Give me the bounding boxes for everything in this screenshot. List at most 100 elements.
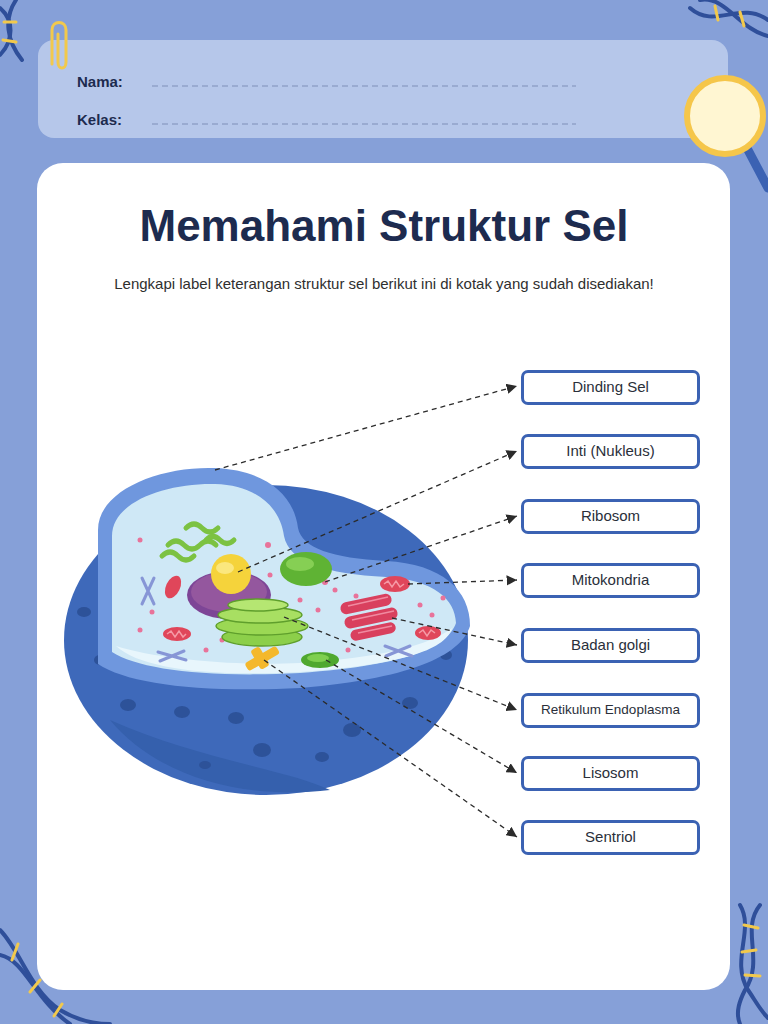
vacuole — [280, 552, 332, 586]
label-text: Mitokondria — [572, 571, 650, 589]
leader-line — [326, 660, 517, 773]
membrane-pore — [77, 607, 91, 617]
ribosome-dot — [138, 628, 143, 633]
golgi-body — [349, 621, 396, 641]
ribosome-dot — [418, 603, 423, 608]
form-field-label: Nama: — [77, 70, 149, 94]
header-panel — [38, 40, 728, 138]
dna-decoration — [715, 6, 744, 26]
leader-line — [215, 386, 517, 837]
label-text: Badan golgi — [571, 636, 650, 654]
rough-er — [206, 537, 234, 544]
label-box: Retikulum Endoplasma — [521, 693, 700, 728]
ribosome-dot — [316, 608, 321, 613]
membrane-pore — [228, 712, 244, 724]
mitochondrion — [384, 581, 404, 587]
ribosome-dot — [268, 573, 273, 578]
label-box: Ribosom — [521, 499, 700, 534]
lysosome — [301, 652, 339, 668]
cytoskeleton-mark — [142, 578, 154, 604]
cytoskeleton-mark — [158, 651, 186, 661]
label-box: Sentriol — [521, 820, 700, 855]
lysosome — [307, 654, 329, 662]
label-box: Lisosom — [521, 756, 700, 791]
rough-er — [162, 552, 194, 560]
leader-line — [392, 618, 517, 645]
dna-decoration — [8, 0, 22, 60]
cell-body-shade — [110, 720, 330, 792]
membrane-pore — [315, 752, 329, 762]
content-card — [37, 163, 730, 990]
rough-er — [162, 524, 234, 560]
golgi-body — [339, 593, 398, 642]
label-box: Inti (Nukleus) — [521, 434, 700, 469]
worksheet-title: Memahami Struktur Sel — [40, 200, 728, 253]
mitochondrion — [380, 576, 410, 592]
ribosome-dot — [346, 648, 351, 653]
leader-line — [238, 451, 517, 572]
mitochondrion — [167, 631, 186, 637]
leader-line — [284, 617, 517, 710]
ribosome-dot — [204, 648, 209, 653]
leader-line — [325, 516, 517, 582]
membrane-pore — [253, 743, 271, 757]
name-fill-line — [152, 86, 576, 124]
rough-er — [186, 524, 218, 532]
paperclip-icon — [52, 23, 66, 69]
leader-line — [408, 580, 517, 584]
label-text: Ribosom — [581, 507, 640, 525]
centriole — [250, 646, 270, 670]
mitochondrion — [163, 627, 191, 641]
endoplasmic-reticulum — [216, 599, 308, 646]
membrane-pore — [174, 706, 190, 718]
dna-decoration — [700, 0, 768, 36]
instruction-text: Lengkapi label keterangan struktur sel b… — [104, 272, 664, 296]
mitochondrion — [162, 573, 185, 601]
name-fill-line — [152, 85, 576, 86]
form-field-label: Kelas: — [77, 108, 149, 132]
ribosome-dot — [298, 598, 303, 603]
ribosome-dot — [354, 594, 359, 599]
membrane-pore — [402, 697, 418, 709]
dna-decoration — [3, 22, 16, 42]
label-box: Dinding Sel — [521, 370, 700, 405]
label-text: Lisosom — [583, 764, 639, 782]
nucleus — [211, 554, 251, 594]
label-text: Inti (Nukleus) — [566, 442, 654, 460]
endoplasmic-reticulum — [228, 599, 288, 611]
ribosome-dot — [138, 538, 446, 653]
vacuole — [286, 557, 314, 571]
magnifier-icon — [687, 78, 763, 154]
magnifier-icon — [748, 150, 768, 188]
dna-decoration — [738, 905, 760, 1024]
nucleus — [216, 562, 234, 574]
label-text: Dinding Sel — [572, 378, 649, 396]
ribosome-dot — [430, 613, 435, 618]
ribosome-dot — [138, 538, 143, 543]
mitochondrion — [162, 573, 441, 641]
ribosome-dot — [265, 542, 271, 548]
lysosome — [301, 652, 339, 668]
magnifier-icon — [687, 78, 768, 188]
membrane-pore — [343, 723, 361, 737]
paperclip-icon — [52, 23, 66, 69]
label-text: Sentriol — [585, 828, 636, 846]
ribosome-dot — [150, 610, 155, 615]
cytoplasm-floor — [116, 628, 452, 673]
label-text: Retikulum Endoplasma — [541, 702, 680, 718]
cytoskeleton-mark — [385, 646, 412, 656]
name-fill-line — [152, 123, 576, 124]
golgi-body — [348, 597, 394, 633]
dna-decoration — [742, 925, 760, 976]
leader-line — [264, 660, 517, 837]
label-box: Badan golgi — [521, 628, 700, 663]
vacuole — [280, 552, 332, 586]
ribosome-dot — [441, 596, 446, 601]
leader-line — [215, 386, 517, 470]
cell-membrane — [98, 468, 470, 689]
ribosome-dot — [333, 588, 338, 593]
